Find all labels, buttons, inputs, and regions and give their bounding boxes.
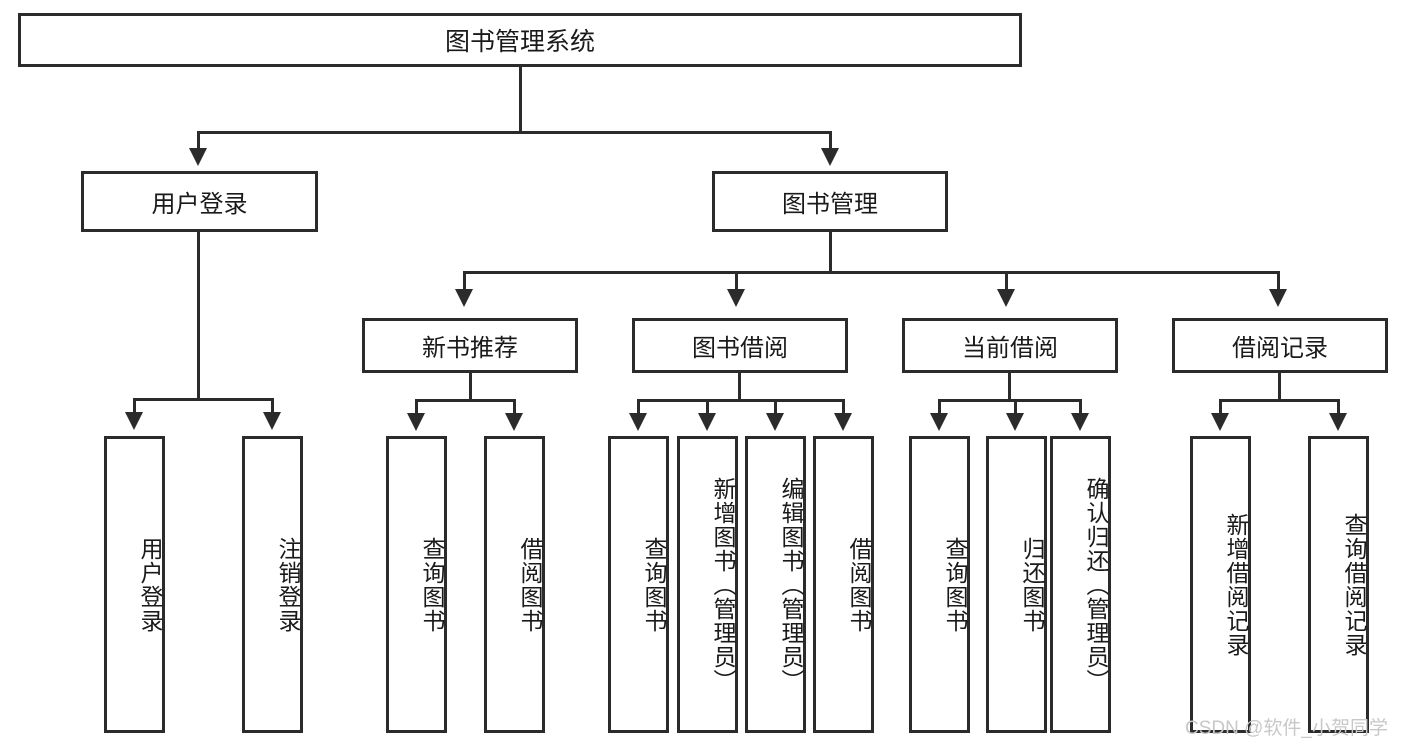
node-label: 用户登录	[151, 191, 248, 218]
edge-drop-leaf-borrow-book-1	[513, 399, 516, 416]
node-leaf-query-book-3[interactable]: 查询图书	[909, 436, 970, 733]
arrow-to-leaf-logout	[263, 412, 281, 430]
node-label: 图书借阅	[692, 335, 788, 362]
node-leaf-confirm-return-admin[interactable]: 确认归还（管理员）	[1050, 436, 1111, 733]
node-leaf-borrow-book-2[interactable]: 借阅图书	[813, 436, 874, 733]
node-label: 图书管理系统	[444, 28, 595, 56]
node-label: 确认归还（管理员）	[1083, 476, 1109, 693]
node-label: 注销登录	[275, 536, 301, 633]
edge-drop-borrow-record	[1277, 271, 1280, 292]
edge-drop-leaf-add-record	[1219, 399, 1222, 416]
node-label: 新书推荐	[422, 335, 518, 362]
arrow-to-leaf-return-book	[1006, 413, 1024, 431]
edge-drop-leaf-query-book-3	[938, 399, 941, 416]
node-user-login[interactable]: 用户登录	[81, 171, 318, 232]
edge-drop-user-login	[197, 131, 200, 151]
node-label: 借阅记录	[1232, 335, 1328, 362]
arrow-to-leaf-add-record	[1211, 413, 1229, 431]
node-label: 用户登录	[137, 536, 163, 633]
arrow-to-leaf-edit-book	[766, 413, 784, 431]
edge-drop-leaf-borrow-book-2	[842, 399, 845, 416]
node-new-book-recommendation[interactable]: 新书推荐	[362, 318, 578, 373]
edge-current-borrow-stem	[1008, 373, 1011, 401]
node-label: 新增图书（管理员）	[710, 476, 736, 693]
node-root-book-management-system[interactable]: 图书管理系统	[18, 13, 1022, 67]
node-current-borrowing[interactable]: 当前借阅	[902, 318, 1118, 373]
node-label: 当前借阅	[962, 335, 1058, 362]
csdn-watermark: CSDN @软件_小贺同学	[1185, 718, 1388, 739]
edge-drop-leaf-query-book-1	[415, 399, 418, 416]
arrow-to-leaf-borrow-book-1	[505, 413, 523, 431]
node-label: 新增借阅记录	[1223, 512, 1249, 657]
arrow-to-user-login	[189, 148, 207, 166]
edge-current-borrow-bus	[938, 399, 1082, 402]
arrow-to-new-book-rec	[455, 289, 473, 307]
arrow-to-borrow-record	[1269, 289, 1287, 307]
edge-drop-book-borrow	[735, 271, 738, 292]
edge-user-login-stem	[197, 232, 200, 400]
node-leaf-query-borrow-record[interactable]: 查询借阅记录	[1308, 436, 1369, 733]
edge-book-borrow-stem	[738, 373, 741, 401]
node-label: 查询借阅记录	[1341, 512, 1367, 657]
edge-drop-leaf-add-book	[706, 399, 709, 416]
node-leaf-query-book-2[interactable]: 查询图书	[608, 436, 669, 733]
node-leaf-query-book-1[interactable]: 查询图书	[386, 436, 447, 733]
edge-drop-book-manage	[829, 131, 832, 151]
arrow-to-leaf-user-login	[125, 412, 143, 430]
node-label: 查询图书	[419, 536, 445, 633]
edge-new-book-rec-stem	[469, 373, 472, 401]
edge-drop-leaf-user-login	[133, 398, 136, 416]
arrow-to-leaf-confirm-return	[1071, 413, 1089, 431]
node-label: 图书管理	[782, 191, 878, 218]
arrow-to-book-borrow	[727, 289, 745, 307]
arrow-to-leaf-add-book	[698, 413, 716, 431]
node-leaf-return-book[interactable]: 归还图书	[986, 436, 1047, 733]
edge-level2-bus	[463, 271, 1280, 274]
node-book-management[interactable]: 图书管理	[712, 171, 948, 232]
arrow-to-leaf-borrow-book-2	[834, 413, 852, 431]
arrow-to-book-manage	[821, 148, 839, 166]
edge-drop-leaf-logout	[271, 398, 274, 416]
node-label: 借阅图书	[517, 536, 543, 633]
node-book-borrowing[interactable]: 图书借阅	[632, 318, 848, 373]
arrow-to-leaf-query-record	[1329, 413, 1347, 431]
node-borrowing-record[interactable]: 借阅记录	[1172, 318, 1388, 373]
node-label: 归还图书	[1019, 536, 1045, 633]
edge-drop-current-borrow	[1005, 271, 1008, 292]
edge-drop-leaf-return-book	[1014, 399, 1017, 416]
edge-borrow-record-bus	[1219, 399, 1339, 402]
node-label: 借阅图书	[846, 536, 872, 633]
arrow-to-leaf-query-book-1	[407, 413, 425, 431]
node-label: 查询图书	[942, 536, 968, 633]
node-leaf-logout[interactable]: 注销登录	[242, 436, 303, 733]
edge-root-stem	[519, 67, 522, 131]
edge-drop-leaf-confirm-return	[1079, 399, 1082, 416]
node-label: 查询图书	[641, 536, 667, 633]
edge-new-book-rec-bus	[415, 399, 515, 402]
edge-book-manage-stem	[829, 232, 832, 273]
node-leaf-edit-book-admin[interactable]: 编辑图书（管理员）	[745, 436, 806, 733]
node-leaf-borrow-book-1[interactable]: 借阅图书	[484, 436, 545, 733]
arrow-to-leaf-query-book-2	[629, 413, 647, 431]
edge-drop-leaf-query-book-2	[637, 399, 640, 416]
edge-borrow-record-stem	[1278, 373, 1281, 401]
edge-user-login-bus	[133, 398, 273, 401]
edge-drop-new-book-rec	[463, 271, 466, 292]
arrow-to-leaf-query-book-3	[930, 413, 948, 431]
edge-book-borrow-bus	[637, 399, 845, 402]
node-label: 编辑图书（管理员）	[778, 476, 804, 693]
edge-root-bus	[198, 131, 831, 134]
node-leaf-add-borrow-record[interactable]: 新增借阅记录	[1190, 436, 1251, 733]
edge-drop-leaf-query-record	[1337, 399, 1340, 416]
node-leaf-add-book-admin[interactable]: 新增图书（管理员）	[677, 436, 738, 733]
edge-drop-leaf-edit-book	[774, 399, 777, 416]
arrow-to-current-borrow	[997, 289, 1015, 307]
node-leaf-user-login[interactable]: 用户登录	[104, 436, 165, 733]
